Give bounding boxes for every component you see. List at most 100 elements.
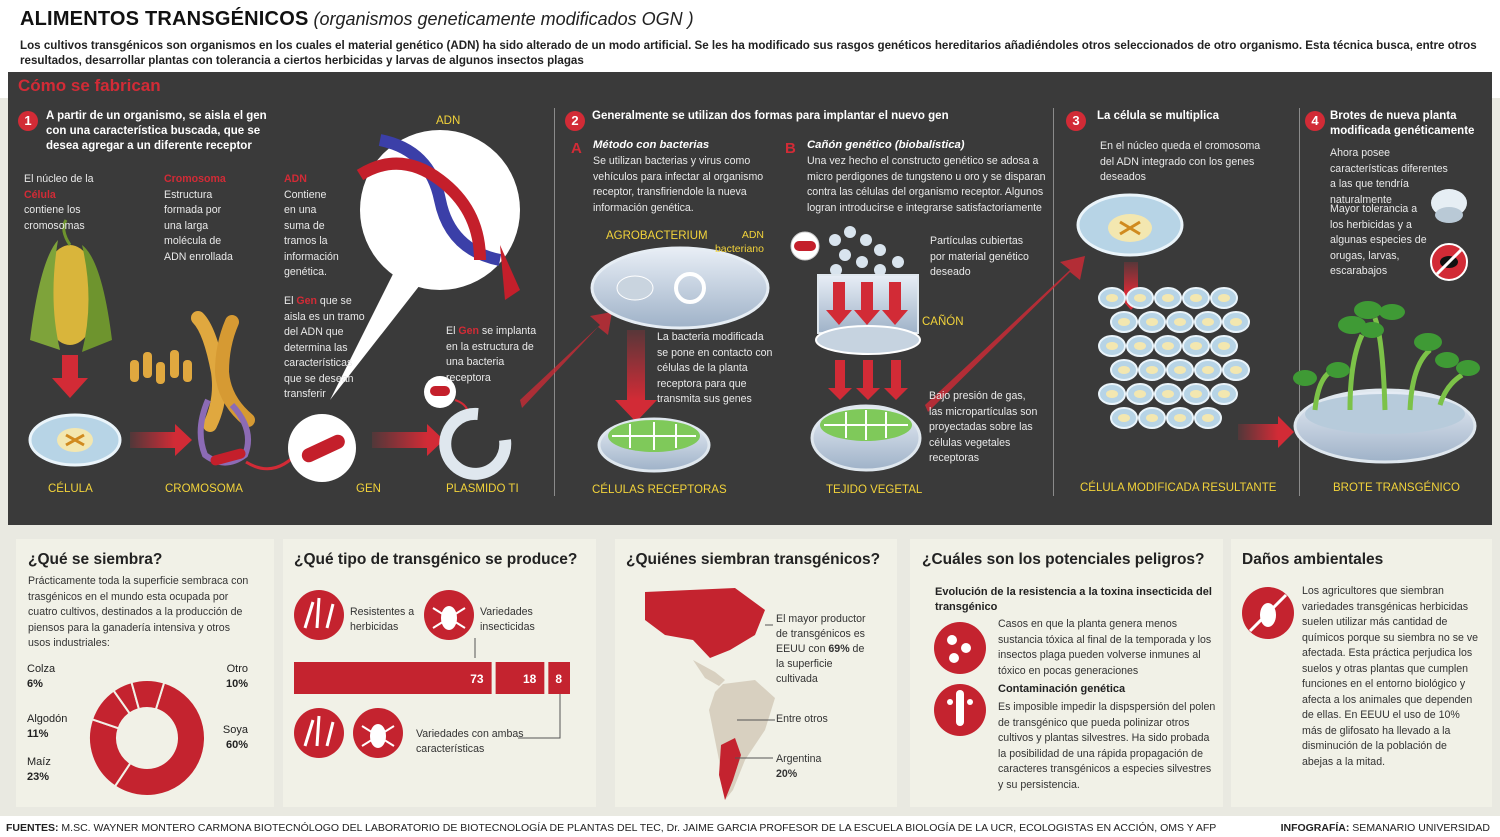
type-insecticidas: Variedades insecticidas xyxy=(480,606,535,633)
type-bar-label-1: 18 xyxy=(523,672,537,686)
label-plasmido: PLASMIDO TI xyxy=(446,483,519,495)
method-b-letter: B xyxy=(785,140,796,157)
pollen-icon xyxy=(934,684,986,736)
others-note: Entre otros xyxy=(776,713,828,725)
panel-1-title: ¿Qué se siembra? xyxy=(28,551,163,568)
step-3-text: En el núcleo queda el cromosoma del ADN … xyxy=(1100,140,1261,183)
type-bar-0 xyxy=(294,662,492,694)
method-a-title: Método con bacterias xyxy=(593,139,710,151)
petri-dish-cells-icon xyxy=(597,417,711,473)
bee-forbidden-icon xyxy=(1242,587,1294,639)
label-tejido-vegetal: TEJIDO VEGETAL xyxy=(826,484,923,496)
label-canon: CAÑÓN xyxy=(922,316,964,328)
insect-icon xyxy=(424,590,474,640)
panel-4-title: ¿Cuáles son los potenciales peligros? xyxy=(922,551,1205,568)
step-4-text-1: Ahora posee características diferentes a… xyxy=(1330,147,1448,206)
panel-quienes xyxy=(615,539,897,807)
process-title: Cómo se fabrican xyxy=(18,76,161,95)
label-celula: CÉLULA xyxy=(48,483,93,495)
peligro-1-title: Evolución de la resistencia a la toxina … xyxy=(935,586,1212,613)
panel-5-text: Los agricultores que siembran variedades… xyxy=(1302,585,1479,768)
method-a-letter: A xyxy=(571,140,582,157)
gene-note: El Gen que se aisla es un tramo del ADN … xyxy=(284,295,365,400)
footer-credit: INFOGRAFÍA: SEMANARIO UNIVERSIDAD xyxy=(1280,822,1490,834)
method-b-title: Cañón genético (biobalística) xyxy=(807,139,965,151)
implant-note: El Gen se implanta en la estructura de u… xyxy=(446,325,537,384)
step-4-title: Brotes de nueva planta modificada genéti… xyxy=(1330,110,1475,137)
panel-que-se-siembra xyxy=(16,539,274,807)
method-b-text: Una vez hecho el constructo genético se … xyxy=(807,155,1046,214)
peligro-1-text: Casos en que la planta genera menos sust… xyxy=(998,618,1212,677)
no-insects-icon xyxy=(1430,243,1468,281)
particles-note: Partículas cubiertas por material genéti… xyxy=(930,235,1029,278)
dna-helix-icon xyxy=(330,130,520,400)
method-a-text: Se utilizan bacterias y virus como vehíc… xyxy=(593,155,764,214)
panel-2-title: ¿Qué tipo de transgénico se produce? xyxy=(294,551,578,568)
type-bar-label-0: 73 xyxy=(470,672,484,686)
type-bar-2 xyxy=(548,662,570,694)
herbicide-resistance-icon xyxy=(1431,189,1467,223)
corn-icon xyxy=(30,219,112,352)
peligro-2-text: Es imposible impedir la dispspersión del… xyxy=(998,701,1216,791)
chromosome-icon xyxy=(130,311,255,432)
footer: FUENTES: M.SC. WAYNER MONTERO CARMONA BI… xyxy=(0,816,1500,837)
page-title: ALIMENTOS TRANSGÉNICOS (organismos genet… xyxy=(20,8,694,30)
americas-map-icon xyxy=(645,588,775,800)
label-agrobacterium: AGROBACTERIUM xyxy=(606,230,708,242)
agrobacterium-icon xyxy=(590,246,770,330)
type-herbicidas: Resistentes a herbicidas xyxy=(350,606,415,633)
pressure-note: Bajo presión de gas, las micropartículas… xyxy=(929,390,1038,464)
label-celulas-receptoras: CÉLULAS RECEPTORAS xyxy=(592,484,727,496)
step-4-badge: 4 xyxy=(1305,111,1325,131)
step-2-badge: 2 xyxy=(565,111,585,131)
donut-slice-soya xyxy=(113,681,206,797)
footer-sources: FUENTES: M.SC. WAYNER MONTERO CARMONA BI… xyxy=(6,822,1217,834)
multiplied-cells-icon xyxy=(1098,287,1250,429)
label-gen: GEN xyxy=(356,483,381,495)
both-insect-icon xyxy=(353,708,403,758)
herbicide-icon xyxy=(294,590,344,640)
plasmid-ring-icon xyxy=(439,407,512,480)
process-illustrations xyxy=(28,108,1480,496)
peligro-2-title: Contaminación genética xyxy=(998,683,1126,695)
donut-slice-otro xyxy=(130,679,166,711)
label-adn-bacteriano: ADN bacteriano xyxy=(714,229,764,255)
cell-icon xyxy=(28,413,122,467)
label-cromosoma: CROMOSOMA xyxy=(165,483,243,495)
type-bar-chart: 73 18 8 xyxy=(294,662,570,694)
dna-label: ADN xyxy=(436,115,461,127)
transgenic-sprouts-icon xyxy=(1293,301,1480,464)
modified-cell-icon xyxy=(1076,193,1184,257)
both-icon xyxy=(294,708,344,758)
step-3-badge: 3 xyxy=(1066,111,1086,131)
particles-icon xyxy=(829,226,904,276)
label-celula-modificada: CÉLULA MODIFICADA RESULTANTE xyxy=(1080,482,1277,494)
type-bar-1 xyxy=(495,662,545,694)
nucleus-note: El núcleo de la Célula contiene los crom… xyxy=(24,173,94,232)
danger-icons xyxy=(934,622,986,736)
arrow-down-icon xyxy=(52,355,88,398)
contact-note: La bacteria modificada se pone en contac… xyxy=(657,331,773,405)
label-brote: BROTE TRANSGÉNICO xyxy=(1333,482,1460,494)
resistant-insects-icon xyxy=(934,622,986,674)
step-1-title: A partir de un organismo, se aisla el ge… xyxy=(46,110,267,152)
step-2-title: Generalmente se utilizan dos formas para… xyxy=(592,110,949,122)
plant-tissue-icon xyxy=(810,404,922,472)
intro-text: Los cultivos transgénicos son organismos… xyxy=(20,39,1477,67)
type-bar-label-2: 8 xyxy=(555,672,562,686)
eeuu-note: El mayor productor de transgénicos es EE… xyxy=(776,613,866,685)
panel-1-text: Prácticamente toda la superficie sembrac… xyxy=(28,575,249,649)
crop-donut-chart xyxy=(88,679,206,797)
type-icons xyxy=(294,590,561,758)
step-1-badge: 1 xyxy=(18,111,38,131)
panel-5-title: Daños ambientales xyxy=(1242,551,1384,568)
